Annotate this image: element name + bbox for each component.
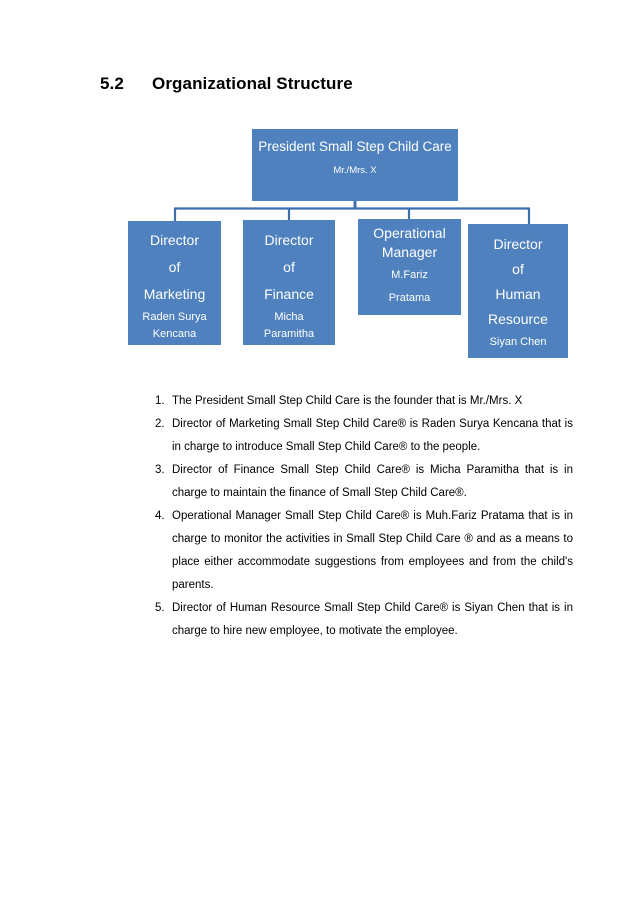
org-node-person-line: Pratama (388, 292, 431, 304)
org-node-person: Mr./Mrs. X (333, 165, 377, 176)
list-item-marker: 2. (155, 418, 165, 430)
org-node-title-line: Director (264, 232, 314, 248)
org-node-director-of-human-resource[interactable]: Director of Human Resource Siyan Chen (468, 224, 568, 358)
list-item-text: Director of Finance Small Step Child Car… (172, 464, 573, 499)
org-node-person-line: M.Fariz (391, 269, 428, 281)
org-node-person-line: Raden Surya (142, 311, 207, 323)
org-chart-connectors (173, 201, 531, 224)
org-node-title: President Small Step Child Care (258, 139, 452, 154)
list-item-text: Operational Manager Small Step Child Car… (172, 510, 573, 591)
org-node-title-line: Manager (381, 244, 438, 260)
list-item: 5. Director of Human Resource Small Step… (155, 597, 573, 643)
org-node-operational-manager[interactable]: Operational Manager M.Fariz Pratama (358, 219, 461, 315)
org-node-title-line: Marketing (143, 286, 206, 302)
notes-list: 1. The President Small Step Child Care i… (155, 390, 573, 643)
org-node-title-line: Director (149, 232, 199, 248)
list-item-text: Director of Marketing Small Step Child C… (172, 418, 573, 453)
org-node-director-of-marketing[interactable]: Director of Marketing Raden Surya Kencan… (128, 221, 221, 345)
list-item: 2. Director of Marketing Small Step Chil… (155, 413, 573, 459)
org-node-title-line: Director (493, 236, 543, 252)
org-node-title-line: Resource (488, 311, 548, 327)
org-node-title-line: Finance (264, 286, 314, 302)
list-item: 1. The President Small Step Child Care i… (155, 390, 573, 413)
org-node-person-line: Siyan Chen (489, 336, 547, 348)
list-item-marker: 3. (155, 464, 165, 476)
org-node-title-line: of (512, 261, 524, 277)
organizational-chart: President Small Step Child Care Mr./Mrs.… (0, 0, 638, 380)
list-item: 4. Operational Manager Small Step Child … (155, 505, 573, 597)
list-item-marker: 5. (155, 602, 165, 614)
section-title: Organizational Structure (152, 74, 353, 93)
org-node-title-line: of (283, 259, 295, 275)
org-node-title-line: Human (495, 286, 541, 302)
list-item-text: The President Small Step Child Care is t… (172, 395, 523, 407)
org-node-director-of-finance[interactable]: Director of Finance Micha Paramitha (243, 220, 335, 345)
org-node-title-line: Operational (373, 225, 446, 241)
org-node-person-line: Kencana (152, 328, 197, 340)
list-item: 3. Director of Finance Small Step Child … (155, 459, 573, 505)
section-number: 5.2 (100, 74, 124, 93)
list-item-marker: 1. (155, 395, 165, 407)
page-title: 5.2 Organizational Structure (100, 74, 353, 94)
list-item-marker: 4. (155, 510, 165, 522)
org-node-person-line: Micha (274, 311, 304, 323)
org-node-person-line: Paramitha (263, 328, 315, 340)
org-node-title-line: of (168, 259, 181, 275)
org-node-president[interactable]: President Small Step Child Care Mr./Mrs.… (252, 129, 458, 201)
list-item-text: Director of Human Resource Small Step Ch… (172, 602, 573, 637)
